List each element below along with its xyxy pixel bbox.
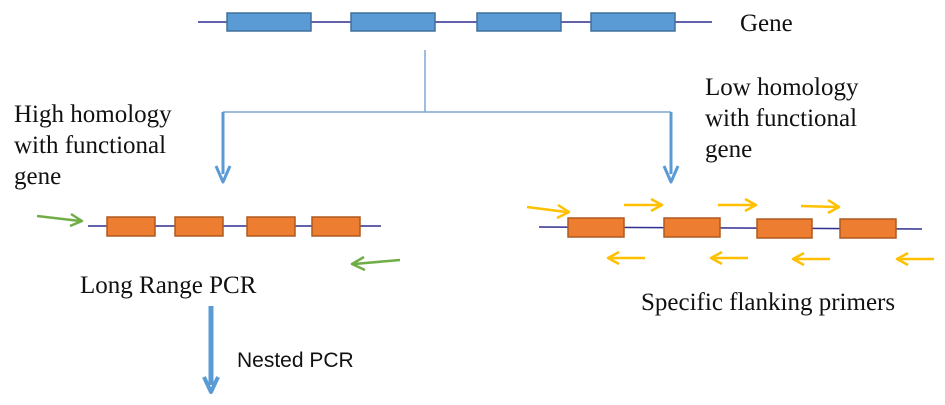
- high-homology-label: High homology with functional gene: [14, 101, 172, 190]
- long-range-pcr-label: Long Range PCR: [80, 272, 257, 299]
- functional-gene: [198, 12, 712, 32]
- left-arrow-icon: [606, 250, 645, 266]
- nested-pcr-label: Nested PCR: [237, 349, 354, 372]
- pseudogene-exon: [839, 218, 897, 239]
- right-arrow-icon: [718, 197, 758, 213]
- gene-exon: [226, 12, 312, 32]
- gene-label: Gene: [740, 10, 793, 37]
- pseudogene-exon: [174, 216, 224, 237]
- right-arrow-icon: [800, 198, 841, 215]
- pseudogene-exon: [311, 216, 361, 237]
- left-arrow-icon: [350, 255, 401, 272]
- pseudogene-exon: [106, 216, 156, 237]
- left-arrow-icon: [791, 251, 830, 267]
- low-homology-label: Low homology with functional gene: [705, 74, 859, 163]
- high-homology-template: [88, 216, 381, 237]
- right-arrow-icon: [526, 203, 571, 220]
- pseudogene-exon: [246, 216, 296, 237]
- left-arrow-icon: [895, 251, 934, 267]
- right-arrow-icon: [36, 212, 84, 228]
- pseudogene-exon: [756, 218, 813, 239]
- pseudogene-exon: [663, 217, 721, 238]
- gene-exon: [476, 12, 562, 32]
- down-arrow-icon: [662, 112, 680, 184]
- left-arrow-icon: [709, 250, 748, 266]
- specific-flanking-primers-label: Specific flanking primers: [641, 289, 896, 316]
- gene-exon: [590, 12, 676, 32]
- right-arrow-icon: [624, 197, 664, 213]
- pseudogene-exon: [567, 217, 625, 238]
- down-arrow-icon: [214, 112, 232, 184]
- down-arrow-icon: [202, 306, 220, 394]
- branch-connector: [223, 50, 671, 113]
- low-homology-template: [538, 217, 923, 239]
- gene-exon: [350, 12, 436, 32]
